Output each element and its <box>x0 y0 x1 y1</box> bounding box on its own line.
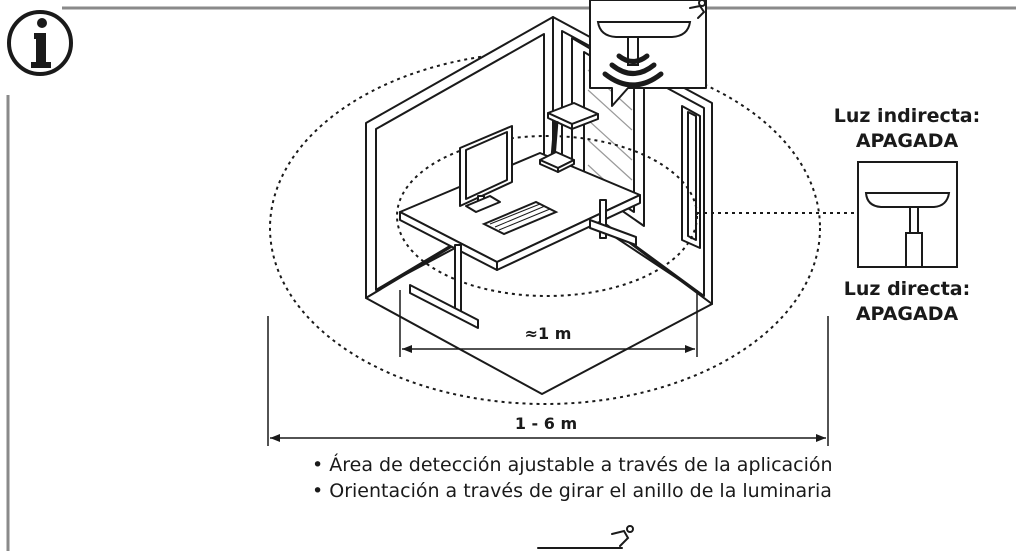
next-panel-fragment <box>537 525 634 549</box>
luminaire-box <box>857 161 958 268</box>
desk <box>399 152 641 329</box>
outer-detection-area <box>269 51 821 405</box>
feature-list: Área de detección ajustable a través de … <box>312 452 833 504</box>
inner-detection-area <box>396 135 698 297</box>
direct-light-status: APAGADA <box>856 303 959 325</box>
direct-light-label: Luz directa: <box>844 278 970 300</box>
list-item: Orientación a través de girar el anillo … <box>312 478 833 504</box>
inner-dimension <box>399 290 698 357</box>
frame <box>6 6 1016 551</box>
inner-range-label: ≈1 m <box>525 324 572 343</box>
info-circle-icon <box>7 10 73 76</box>
outer-range-label: 1 - 6 m <box>515 414 577 433</box>
sensor-callout <box>589 0 707 107</box>
monitor <box>459 125 513 213</box>
desk-lamp <box>539 102 599 173</box>
indirect-light-status: APAGADA <box>856 130 959 152</box>
walking-person-icon <box>689 0 706 19</box>
indirect-light-label: Luz indirecta: <box>834 105 980 127</box>
list-item: Área de detección ajustable a través de … <box>312 452 832 478</box>
keyboard <box>481 200 559 236</box>
outer-dimension <box>267 316 829 446</box>
